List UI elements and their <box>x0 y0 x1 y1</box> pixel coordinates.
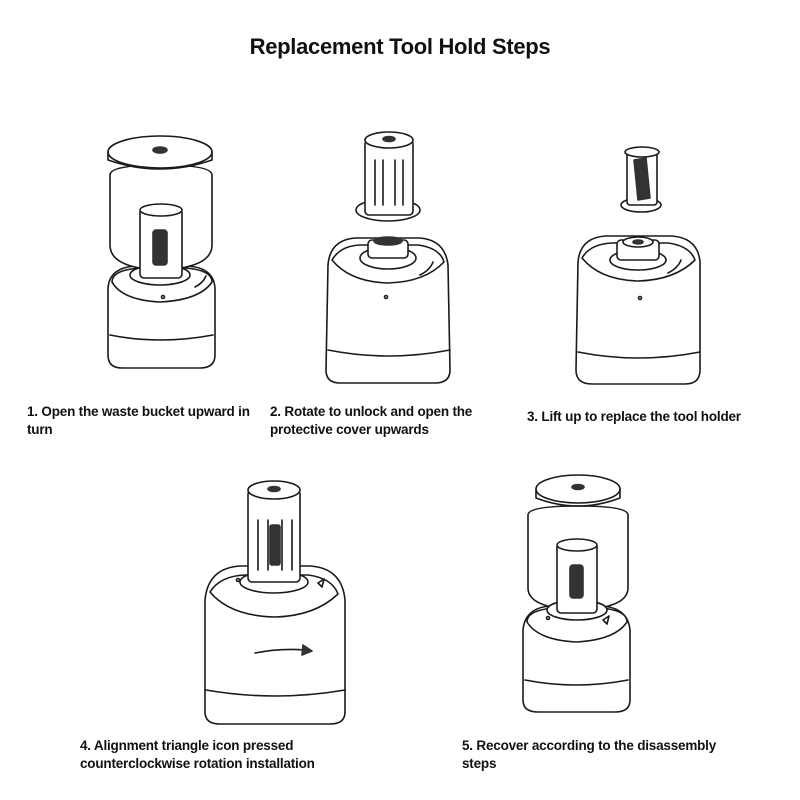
base-band <box>109 334 214 341</box>
gear-center <box>632 239 644 245</box>
base-band <box>205 689 346 697</box>
step-1-illustration <box>107 135 216 369</box>
gear-top <box>373 236 403 246</box>
rotate-arrow <box>419 261 434 276</box>
alignment-triangle-icon <box>602 615 610 625</box>
base-band <box>577 351 701 359</box>
indicator-dot <box>637 295 643 301</box>
rotate-arrow <box>667 259 682 274</box>
holder-top <box>556 538 598 552</box>
step-4-illustration <box>204 480 346 725</box>
holder-top <box>624 146 660 158</box>
cover-hole <box>267 485 281 493</box>
step-1-caption: 1. Open the waste bucket upward in turn <box>27 404 250 437</box>
lid-side <box>107 151 213 170</box>
protective-cover <box>364 139 414 216</box>
rotate-arrow <box>254 648 306 654</box>
lid-hole <box>152 146 168 154</box>
lid-hole <box>571 483 585 491</box>
blade <box>152 229 168 266</box>
cover-hole <box>382 135 396 143</box>
step-3-illustration <box>575 146 701 385</box>
holder-top <box>139 203 183 217</box>
step-2-caption: 2. Rotate to unlock and open the protect… <box>270 404 473 437</box>
step-4-caption: 4. Alignment triangle icon pressed count… <box>80 738 315 771</box>
indicator-dot <box>160 294 166 300</box>
rotate-arrowhead <box>301 644 313 656</box>
cover-slot-right <box>394 159 404 206</box>
base-band <box>524 679 629 686</box>
base-band <box>327 349 451 357</box>
step-5-illustration <box>522 474 631 713</box>
indicator-dot <box>383 294 389 300</box>
rotate-arrow <box>194 275 207 288</box>
indicator-dot <box>545 615 551 621</box>
blade <box>269 524 281 566</box>
cover-slot <box>257 519 293 571</box>
indicator-dot <box>235 577 241 583</box>
blade <box>633 157 651 201</box>
cover-slot-left <box>374 159 384 206</box>
alignment-triangle-icon <box>317 578 325 588</box>
step-2-illustration <box>325 131 451 384</box>
step-5-caption: 5. Recover according to the disassembly … <box>462 738 717 771</box>
step-3-caption: 3. Lift up to replace the tool holder <box>527 409 741 424</box>
page-title: Replacement Tool Hold Steps <box>249 34 551 59</box>
base-top <box>526 607 628 643</box>
lid-side <box>535 488 621 507</box>
blade <box>569 564 584 599</box>
